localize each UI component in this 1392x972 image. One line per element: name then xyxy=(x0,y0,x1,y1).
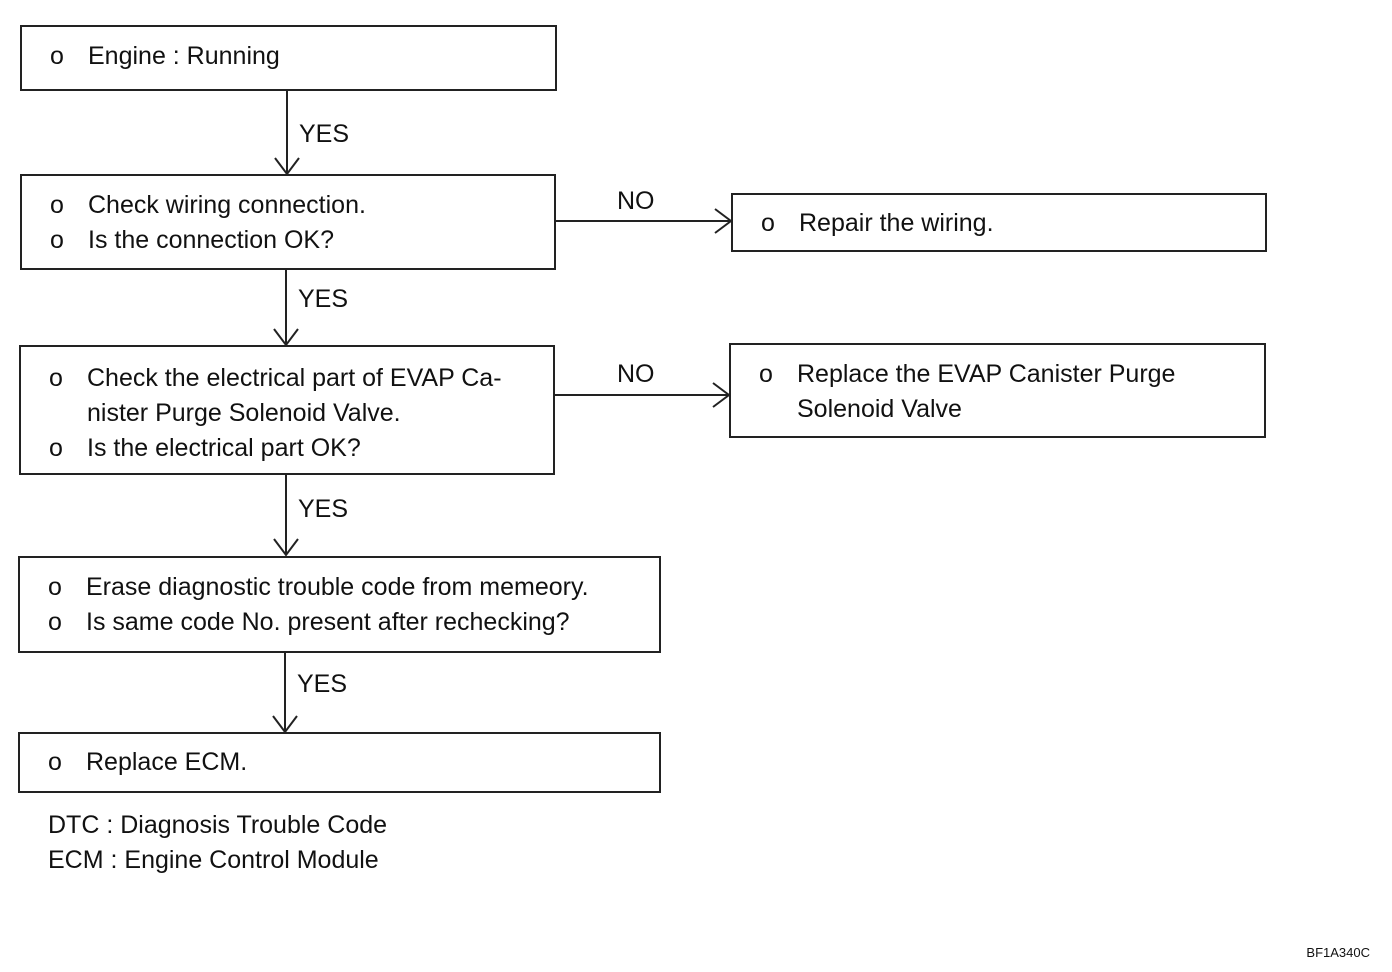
figure-code: BF1A340C xyxy=(1306,945,1370,960)
yes-label: YES xyxy=(298,285,349,313)
bullet: o xyxy=(49,434,63,462)
bullet: o xyxy=(48,573,62,601)
action-replace-solenoid-valve: o Replace the EVAP Canister Purge Soleno… xyxy=(729,343,1266,438)
yes-label: YES xyxy=(297,670,348,698)
step-check-electrical-part: o Check the electrical part of EVAP Ca- … xyxy=(19,345,555,475)
bullet: o xyxy=(50,226,64,254)
step-text: Is same code No. present after recheckin… xyxy=(86,608,570,636)
step-erase-dtc: o Erase diagnostic trouble code from mem… xyxy=(18,556,661,653)
step-text: Engine : Running xyxy=(88,42,280,70)
bullet: o xyxy=(49,364,63,392)
action-text: Solenoid Valve xyxy=(797,395,962,423)
action-repair-wiring: o Repair the wiring. xyxy=(731,193,1267,252)
action-text: Repair the wiring. xyxy=(799,209,994,237)
legend-dtc: DTC : Diagnosis Trouble Code xyxy=(48,811,388,839)
step-text: Check wiring connection. xyxy=(88,191,366,219)
yes-label: YES xyxy=(298,495,349,523)
bullet: o xyxy=(48,748,62,776)
bullet: o xyxy=(50,42,64,70)
step-replace-ecm: o Replace ECM. xyxy=(18,732,661,793)
no-label: NO xyxy=(617,187,655,215)
step-text: Is the connection OK? xyxy=(88,226,334,254)
action-text: Replace the EVAP Canister Purge xyxy=(797,360,1176,388)
step-text: Replace ECM. xyxy=(86,748,248,776)
bullet: o xyxy=(761,209,775,237)
bullet: o xyxy=(50,191,64,219)
bullet: o xyxy=(759,360,773,388)
step-engine-running: o Engine : Running xyxy=(20,25,557,91)
bullet: o xyxy=(48,608,62,636)
step-check-wiring: o Check wiring connection. o Is the conn… xyxy=(20,174,556,270)
legend-ecm: ECM : Engine Control Module xyxy=(48,846,379,874)
yes-label: YES xyxy=(299,120,350,148)
arrow-yes-3-head xyxy=(273,538,299,557)
step-text: nister Purge Solenoid Valve. xyxy=(87,399,401,427)
step-text: Erase diagnostic trouble code from memeo… xyxy=(86,573,589,601)
step-text: Is the electrical part OK? xyxy=(87,434,361,462)
step-text: Check the electrical part of EVAP Ca- xyxy=(87,364,502,392)
no-label: NO xyxy=(617,360,655,388)
